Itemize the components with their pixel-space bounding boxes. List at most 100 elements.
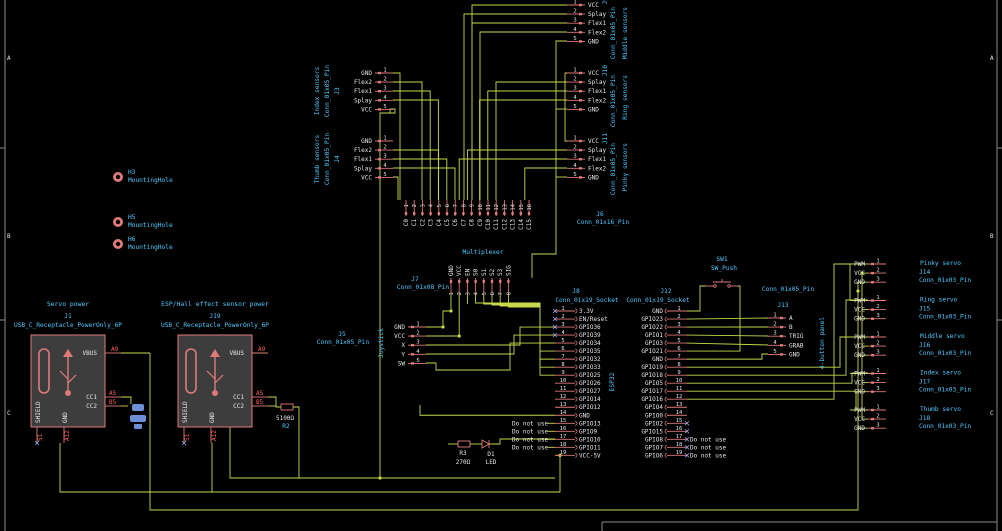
resistor-ref: R3	[459, 450, 467, 457]
pin-marker	[871, 372, 874, 375]
wire	[471, 22, 567, 200]
pin-number: 4	[474, 291, 480, 295]
esp-right-pin-gnd: GND	[652, 308, 663, 315]
pin-number: 9	[561, 370, 564, 376]
pin-marker	[780, 344, 783, 347]
pin-label-c9: C9	[477, 219, 484, 227]
pin-number: 1	[876, 295, 879, 301]
esp-left-pin-gpio34: GPIO34	[579, 340, 601, 347]
pin-number: 3	[420, 204, 426, 207]
pin-number: 2	[876, 377, 879, 383]
pin-number: 1	[404, 204, 410, 207]
pin-label-gnd: GND	[854, 425, 865, 432]
pin-number: 1	[573, 0, 576, 6]
wire	[564, 72, 567, 142]
pin-marker	[499, 280, 502, 283]
esp-right-value-label: Conn_01x19_Socket	[626, 297, 690, 304]
pin-number: 1	[876, 368, 879, 374]
pin-number: 3	[573, 86, 576, 92]
no-connect-mark	[684, 437, 690, 442]
pin-number: 15	[676, 418, 683, 424]
frame-row-c: C	[7, 410, 11, 417]
sensor-group-label: Index sensors	[314, 67, 321, 116]
pin-number: 10	[560, 378, 567, 384]
socket-marker	[574, 380, 578, 386]
esp32-socket-j12[interactable]: 1GND2GPIO233GPIO224GPIO15GPIO36GPIO217GN…	[626, 288, 690, 459]
servo-value-label: Conn_01x03_Pin	[919, 350, 971, 357]
pin-marker	[871, 262, 874, 266]
usb-trident-arm	[59, 370, 69, 380]
pin-marker	[579, 176, 582, 179]
termination-part	[134, 424, 142, 429]
multiplexer-j6[interactable]: 1C02C13C24C35C46C57C68C79C810C911C1012C1…	[403, 200, 629, 256]
usb-pin-cc1: CC1	[233, 394, 244, 401]
mounting-hole-drill	[115, 219, 121, 225]
esp-right-pin-gpio22: GPIO22	[641, 324, 663, 331]
pin-number: 7	[453, 204, 459, 207]
servo-ref-label: J17	[919, 379, 930, 386]
pin-marker	[579, 3, 582, 7]
usb-ref-label: J19	[209, 313, 220, 320]
esp-left-pin-gpio35: GPIO35	[579, 348, 601, 355]
pin-number: 16	[560, 426, 567, 432]
esp-right-pin-gpio0: GPIO0	[645, 412, 663, 419]
pin-marker	[421, 212, 424, 215]
mux-control-j7[interactable]: GND1VCC2EN3S04S15S26S37SIG8J7Conn_01x08_…	[397, 265, 512, 296]
no-connect-mark	[684, 421, 690, 426]
wire	[686, 342, 769, 346]
sensor-value-label: Conn_01x05_Pin	[610, 75, 617, 127]
pin-label-vcc: VCC	[854, 380, 865, 387]
do-not-use-label: Do not use	[512, 444, 549, 451]
wire	[687, 372, 868, 384]
pin-marker	[490, 280, 494, 283]
no-connect-stroke	[181, 440, 187, 446]
pin-number: 4	[573, 163, 577, 169]
wire	[507, 294, 555, 376]
wires	[59, 4, 868, 511]
pin-marker	[462, 212, 465, 215]
pin-marker	[780, 325, 783, 329]
pin-number: 2	[383, 145, 386, 151]
esp-left-ref-label: J8	[572, 288, 580, 295]
pin-label-c11: C11	[493, 219, 500, 230]
wire	[687, 353, 768, 360]
usb-pin-cc2: CC2	[233, 403, 244, 410]
termination-part	[130, 415, 146, 422]
pin-number: 5	[773, 349, 776, 355]
no-connect-stroke	[684, 437, 690, 442]
pin-number: 11	[676, 386, 683, 392]
servo-value-label: Conn_01x03_Pin	[919, 387, 971, 394]
pin-number: 7	[498, 292, 504, 295]
pin-label-c12: C12	[501, 219, 508, 230]
esp-left-pin-gpio39: GPIO39	[579, 332, 601, 339]
no-connect-stroke	[684, 445, 690, 450]
socket-marker	[664, 364, 668, 370]
wire	[686, 317, 769, 320]
usb-trident-base	[212, 390, 218, 396]
usb-pin-shield: SHIELD	[35, 401, 42, 423]
